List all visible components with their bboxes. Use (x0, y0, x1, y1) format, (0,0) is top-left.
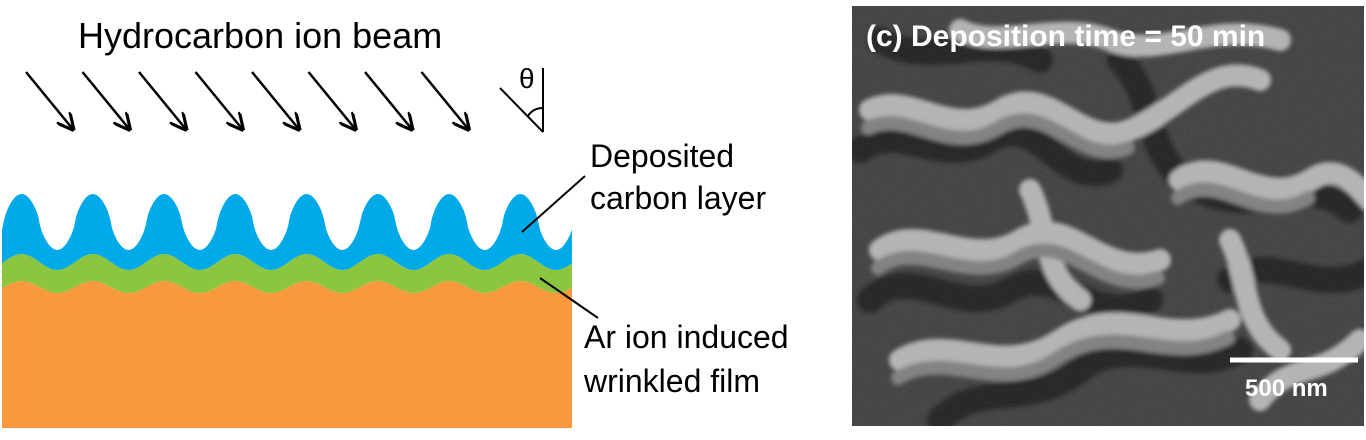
sem-caption: (c) Deposition time = 50 min (866, 20, 1265, 53)
angle-indicator: θ (499, 63, 544, 133)
wrinkled-label-line2: wrinkled film (583, 363, 760, 399)
deposited-label-line1: Deposited (590, 138, 734, 174)
beam-arrow-icon (364, 71, 411, 128)
angle-arc (527, 107, 544, 117)
sem-image-panel: (c) Deposition time = 50 min 500 nm (852, 6, 1364, 426)
substrate (2, 281, 572, 428)
film-leader-line (539, 277, 599, 319)
sem-grain (852, 6, 1364, 426)
wrinkled-label-line1: Ar ion induced (584, 319, 789, 355)
wrinkled-film-layer (2, 254, 572, 293)
angle-symbol: θ (519, 63, 535, 94)
angle-diagonal-line (499, 87, 544, 133)
deposited-carbon-layer (2, 194, 572, 270)
deposited-label-line2: carbon layer (590, 180, 766, 216)
beam-arrow-icon (420, 71, 468, 128)
beam-arrow-icon (307, 71, 355, 128)
schematic-panel: Hydrocarbon ion beam θ Deposited carbon … (2, 15, 789, 428)
scale-bar-label: 500 nm (1245, 375, 1328, 402)
beam-arrows (25, 71, 468, 128)
carbon-leader-line (521, 175, 586, 233)
beam-title: Hydrocarbon ion beam (78, 15, 442, 56)
beam-arrow-icon (251, 71, 298, 128)
beam-arrow-icon (194, 71, 242, 128)
beam-arrow-icon (25, 71, 72, 128)
beam-arrow-icon (81, 71, 129, 128)
beam-arrow-icon (138, 71, 185, 128)
